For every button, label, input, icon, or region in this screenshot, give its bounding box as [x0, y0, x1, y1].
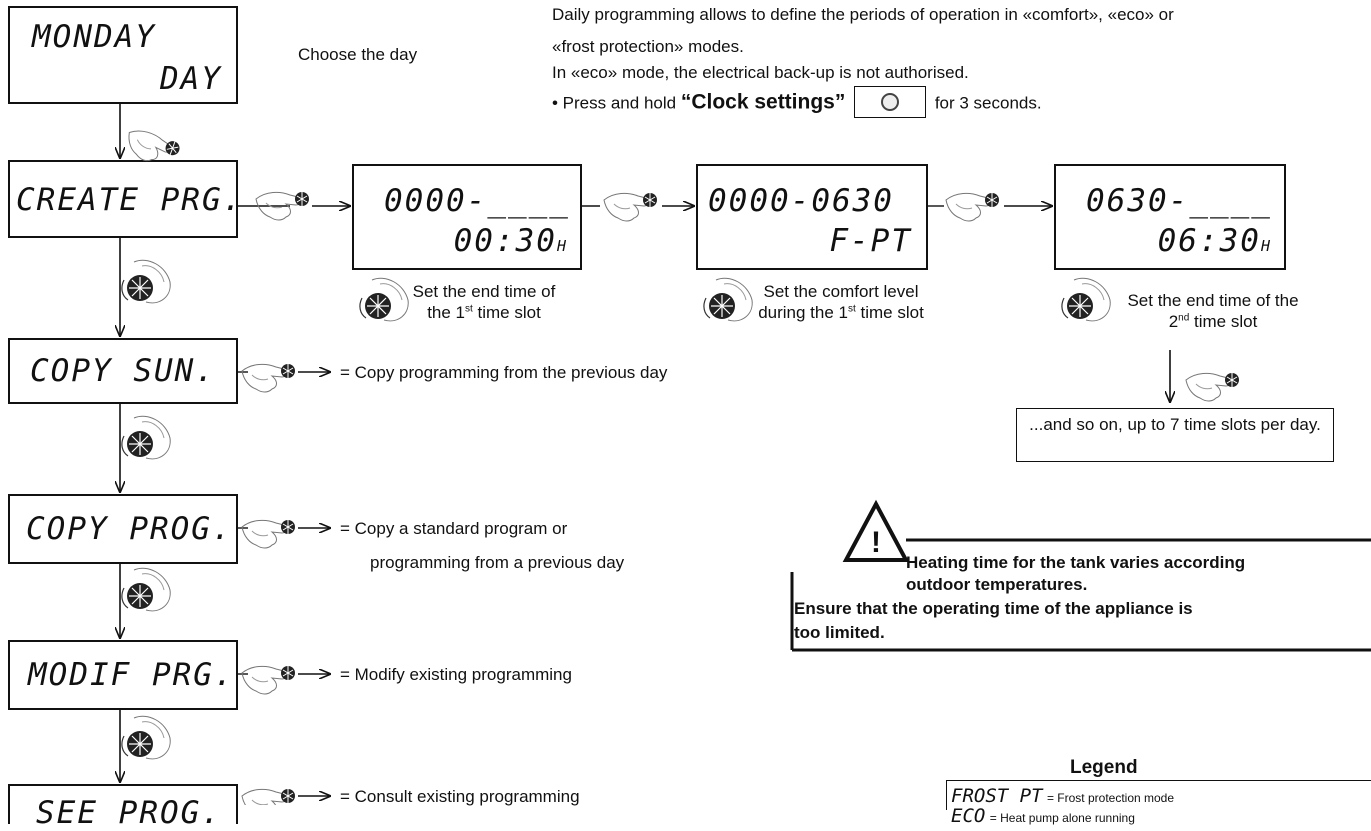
consult-label: = Consult existing programming: [340, 787, 580, 806]
rotary-knob-icon: [703, 277, 753, 322]
copy-prev-label: = Copy programming from the previous day: [340, 363, 668, 382]
lcd-unit: H: [556, 237, 566, 255]
set-end-2-label: Set the end time of the 2nd time slot: [1127, 291, 1299, 332]
press-hand-icon: [241, 363, 296, 393]
press-hand-icon: [241, 788, 296, 805]
legend-title: Legend: [1070, 757, 1138, 778]
intro-line-1: Daily programming allows to define the p…: [552, 5, 1174, 24]
intro-line-2: «frost protection» modes.: [552, 37, 744, 56]
comfort-1-label: Set the comfort level during the 1st tim…: [758, 282, 924, 323]
modify-label: = Modify existing programming: [340, 665, 572, 684]
lcd-modif-prg: MODIF PRG.: [8, 640, 238, 710]
press-hand-icon: [603, 192, 658, 222]
lcd-line-1: 0630-____: [1086, 183, 1272, 219]
clock-icon: [881, 93, 900, 111]
press-hand-icon: [241, 519, 296, 549]
warning-icon: [842, 499, 910, 562]
press-hand-icon: [945, 192, 1000, 222]
clock-settings-label: “Clock settings”: [680, 90, 846, 114]
press-hand-icon: [1185, 372, 1240, 402]
lcd-line-1: 0000-____: [384, 183, 570, 219]
clock-settings-button[interactable]: [854, 86, 927, 118]
press-hand-icon: [241, 665, 296, 695]
and-so-on-box: ...and so on, up to 7 time slots per day…: [1016, 408, 1334, 462]
rotary-knob-icon: [121, 567, 171, 612]
legend-box: FROST PT = Frost protection mode ECO = H…: [946, 780, 1371, 827]
rotary-knob-icon: [359, 277, 409, 322]
warning-line-3: Ensure that the operating time of the ap…: [794, 599, 1193, 618]
intro-line-3: In «eco» mode, the electrical back-up is…: [552, 63, 969, 82]
rotary-knob-icon: [121, 415, 171, 460]
legend-text: = Heat pump alone running: [989, 811, 1135, 825]
lcd-line-1: 0000-0630: [708, 183, 894, 219]
lcd-time: 00:30: [453, 223, 557, 259]
warning-line-4: too limited.: [794, 623, 885, 642]
lcd-copy-sun: COPY SUN.: [8, 338, 238, 404]
legend-code: ECO: [951, 805, 986, 827]
svg-text:!: !: [871, 526, 881, 559]
lcd-line-1: MODIF PRG.: [28, 657, 235, 693]
legend-row: ECO = Heat pump alone running: [951, 805, 1135, 827]
lcd-slot1-end: 0000-____ 00:30H: [352, 164, 582, 270]
lcd-line-1: CREATE PRG.: [16, 182, 244, 218]
warning-line-2: outdoor temperatures.: [906, 575, 1088, 594]
lcd-copy-prog: COPY PROG.: [8, 494, 238, 564]
lcd-unit: H: [1260, 237, 1270, 255]
legend-text: = Frost protection mode: [1046, 791, 1175, 805]
copy-std-label-1: = Copy a standard program or: [340, 519, 568, 538]
intro-line-4-post: for 3 seconds.: [930, 93, 1042, 113]
flow-arrows: !: [0, 104, 1371, 805]
lcd-create-prg: CREATE PRG.: [8, 160, 241, 238]
lcd-slot2-end: 0630-____ 06:30H: [1054, 164, 1286, 270]
lcd-line-1: COPY PROG.: [26, 511, 233, 547]
lcd-line-2: 06:30H: [1158, 226, 1270, 257]
set-end-1-label: Set the end time of the 1st time slot: [412, 282, 556, 323]
lcd-line-1: MONDAY: [32, 19, 156, 55]
legend-row: FROST PT = Frost protection mode: [951, 785, 1174, 807]
choose-day-label: Choose the day: [298, 45, 418, 64]
lcd-line-1: COPY SUN.: [30, 353, 216, 389]
rotary-knob-icon: [121, 715, 171, 760]
legend-code: FROST PT: [951, 785, 1043, 807]
copy-std-label-2: programming from a previous day: [370, 553, 625, 572]
lcd-monday: MONDAY DAY: [8, 6, 238, 104]
rotary-knob-icon: [1061, 277, 1111, 322]
lcd-line-2: 00:30H: [454, 226, 566, 257]
lcd-slot1-comfort: 0000-0630 F-PT: [696, 164, 928, 270]
lcd-line-2: DAY: [160, 61, 222, 97]
lcd-time: 06:30: [1157, 223, 1261, 259]
rotary-knob-icon: [121, 259, 171, 304]
lcd-line-2: F-PT: [829, 223, 912, 259]
intro-line-4-pre: • Press and hold: [552, 93, 681, 113]
press-hand-icon: [121, 125, 183, 171]
intro-line-4: • Press and hold “Clock settings” for 3 …: [552, 86, 1042, 120]
warning-line-1: Heating time for the tank varies accordi…: [906, 553, 1246, 572]
